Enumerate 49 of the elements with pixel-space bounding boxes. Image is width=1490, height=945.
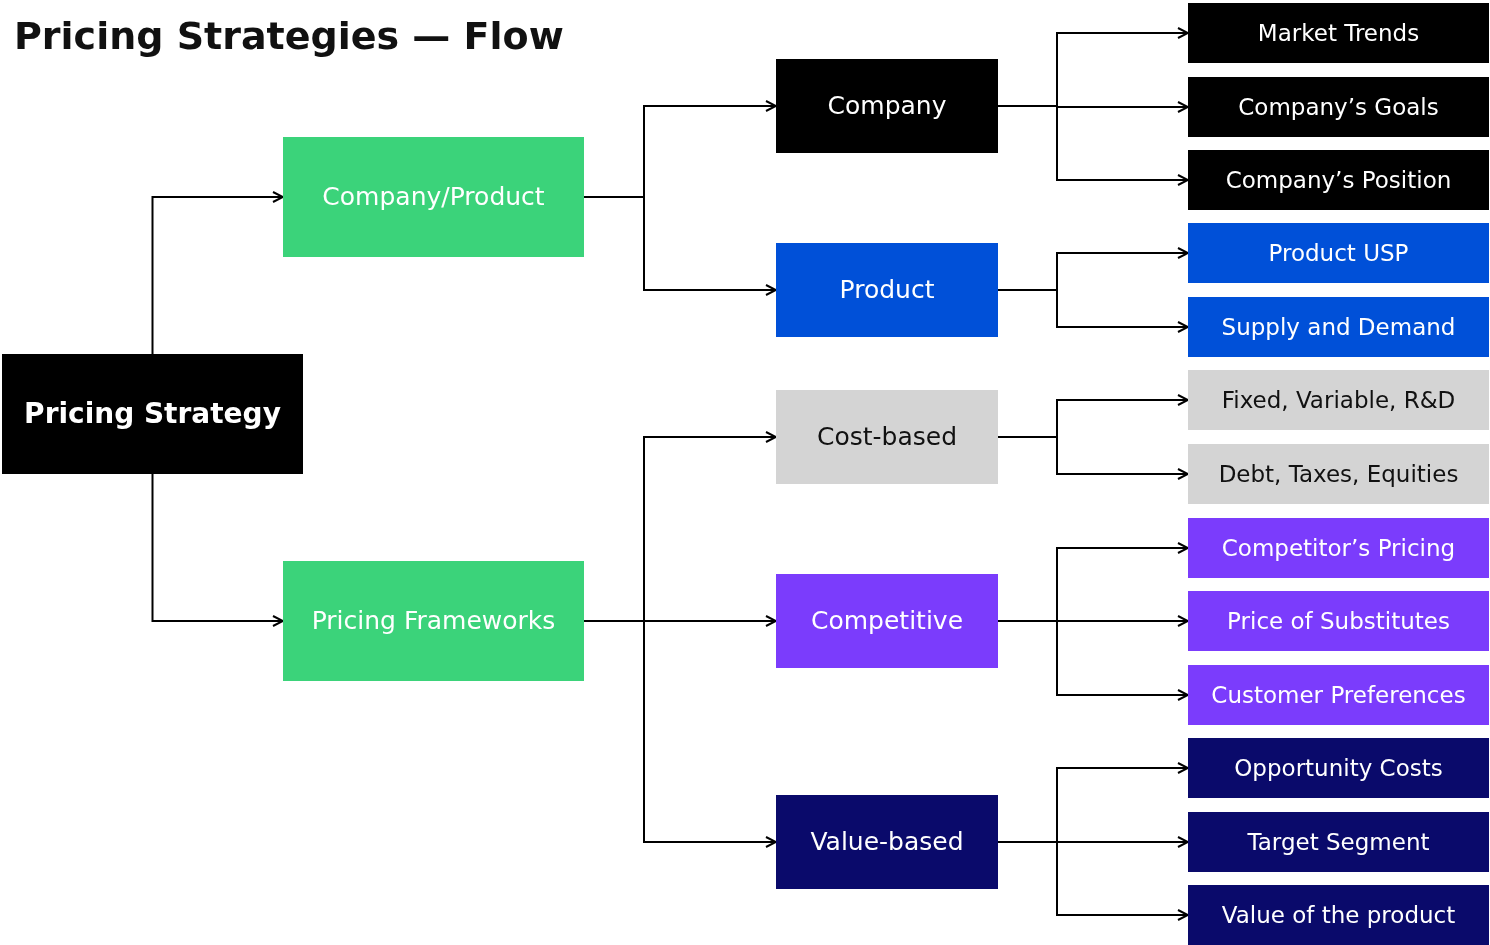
box-label: Competitive <box>811 606 963 636</box>
process-box <box>1188 444 1489 504</box>
process-box <box>1188 885 1489 945</box>
process-box <box>1188 77 1489 137</box>
arrow <box>151 191 284 355</box>
process-box <box>1188 738 1489 798</box>
process-box <box>1188 297 1489 357</box>
box-label: Company’s Position <box>1225 166 1452 194</box>
process-box <box>776 795 998 889</box>
arrow <box>997 289 1189 333</box>
box-label: Company <box>827 91 947 121</box>
arrow <box>997 620 1189 701</box>
box-label: Cost-based <box>816 422 958 452</box>
process-box <box>776 243 998 337</box>
box-label: Supply and Demand <box>1221 313 1456 341</box>
process-box <box>1188 665 1489 725</box>
box-label: Company/Product <box>322 182 545 212</box>
box-label: Value-based <box>810 827 964 857</box>
box-label: Product USP <box>1268 239 1409 267</box>
box-label: Price of Substitutes <box>1227 607 1450 635</box>
process-box <box>1188 591 1489 651</box>
box-label: Customer Preferences <box>1211 681 1466 709</box>
box-label: Company’s Goals <box>1238 93 1439 121</box>
box-label: Pricing Strategy <box>24 397 281 431</box>
box-label: Competitor’s Pricing <box>1221 534 1456 562</box>
arrow <box>583 196 777 296</box>
box-label: Pricing Frameworks <box>311 606 556 636</box>
process-box <box>1188 223 1489 283</box>
process-box <box>776 390 998 484</box>
process-box <box>1188 3 1489 63</box>
process-box <box>283 561 584 681</box>
box-label: Market Trends <box>1257 19 1420 47</box>
process-box <box>776 59 998 153</box>
arrow <box>997 436 1189 480</box>
process-box <box>2 354 303 474</box>
process-box <box>776 574 998 668</box>
box-label: Fixed, Variable, R&D <box>1221 386 1456 414</box>
process-box <box>1188 812 1489 872</box>
box-label: Value of the product <box>1221 901 1456 929</box>
box-label: Debt, Taxes, Equities <box>1218 460 1459 488</box>
process-box <box>1188 150 1489 210</box>
box-label: Product <box>839 275 935 305</box>
process-box <box>1188 518 1489 578</box>
box-label: Opportunity Costs <box>1234 754 1443 782</box>
arrow <box>151 473 284 627</box>
box-label: Target Segment <box>1247 828 1430 856</box>
diagram-title: Pricing Strategies — Flow <box>14 14 564 58</box>
process-box <box>1188 370 1489 430</box>
process-box <box>283 137 584 257</box>
